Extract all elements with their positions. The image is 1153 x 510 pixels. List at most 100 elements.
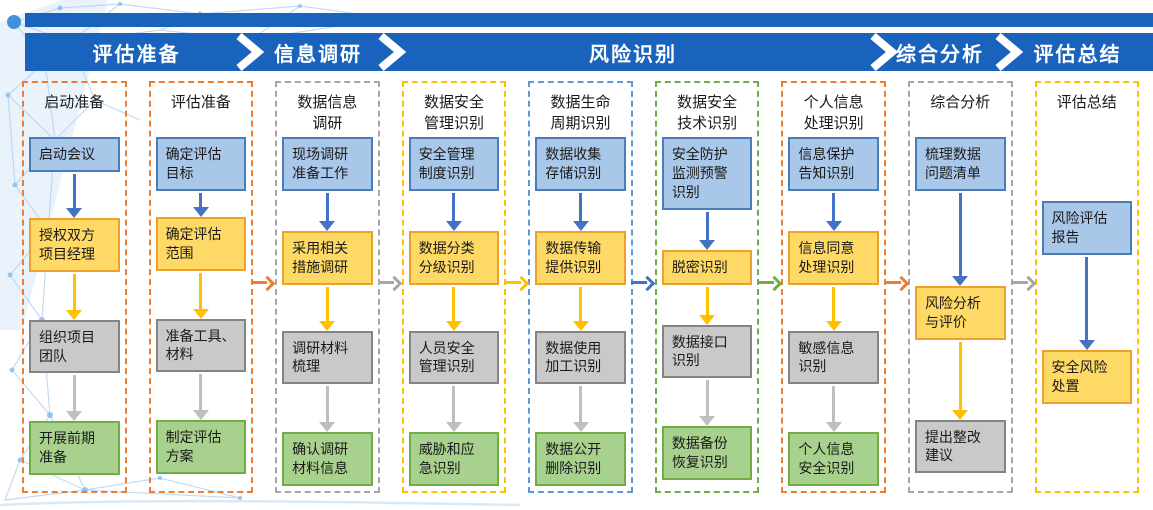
flow-step-box: 数据收集 存储识别: [535, 137, 626, 191]
column-launch-preparation: 启动准备 启动会议 授权双方 项目经理 组织项目 团队 开展前期 准备: [22, 81, 127, 493]
stage-label: 综合分析: [896, 43, 984, 66]
flow-step-box: 安全防护 监测预警 识别: [661, 137, 753, 210]
process-columns: 启动准备 启动会议 授权双方 项目经理 组织项目 团队 开展前期 准备 评估准备…: [0, 81, 1153, 493]
down-arrow-icon: [788, 384, 879, 433]
flow-step-box: 数据使用 加工识别: [535, 330, 626, 385]
down-arrow-icon: [29, 272, 120, 320]
column-data-security-technology: 数据安全 技术识别 安全防护 监测预警 识别 脱密识别 数据接口 识别 数据备份…: [654, 81, 760, 493]
stage-label: 信息调研: [274, 43, 362, 66]
flow-step-box: 数据公开 删除识别: [535, 432, 626, 487]
down-arrow-icon: [662, 210, 753, 250]
flow-step-box: 威胁和应 急识别: [408, 432, 500, 487]
down-arrow-icon: [409, 285, 500, 331]
spacer: [1042, 137, 1133, 201]
down-arrow-icon: [409, 384, 500, 433]
down-arrow-icon: [156, 372, 247, 421]
column-data-security-management: 数据安全 管理识别 安全管理 制度识别 数据分类 分级识别 人员安全 管理识别 …: [401, 81, 507, 493]
down-arrow-icon: [535, 285, 626, 331]
flow-step-box: 采用相关 措施调研: [282, 230, 373, 285]
flow-step-box: 制定评估 方案: [155, 420, 247, 475]
flow-step-box: 提出整改 建议: [914, 419, 1006, 474]
flow-step-box: 信息保护 告知识别: [788, 137, 879, 191]
down-arrow-icon: [535, 191, 626, 231]
flow-step-box: 个人信息 安全识别: [788, 432, 879, 487]
stage-banner-segment: 信息调研: [248, 33, 388, 71]
stage-banner-segment: 评估准备: [25, 33, 248, 71]
flow-step-box: 脱密识别: [661, 249, 753, 285]
flow-step-box: 数据分类 分级识别: [408, 230, 500, 285]
flow-step-box: 确定评估 范围: [155, 216, 247, 271]
header-accent-bar: [25, 13, 1153, 27]
flow-step-box: 组织项目 团队: [29, 319, 120, 374]
column-title: 个人信息 处理识别: [803, 94, 864, 132]
right-arrow-icon: [505, 276, 531, 290]
down-arrow-icon: [156, 191, 247, 217]
flow-step-box: 风险分析 与评价: [914, 285, 1006, 340]
right-arrow-icon: [758, 276, 784, 290]
down-arrow-icon: [662, 378, 753, 427]
down-arrow-icon: [915, 340, 1006, 420]
flow-step-box: 授权双方 项目经理: [29, 217, 120, 272]
flow-step-box: 信息同意 处理识别: [788, 230, 879, 285]
down-arrow-icon: [788, 191, 879, 231]
column-title: 数据安全 技术识别: [677, 94, 738, 132]
down-arrow-icon: [915, 191, 1006, 286]
flow-step-box: 数据传输 提供识别: [535, 230, 626, 285]
stage-label: 评估总结: [1033, 43, 1122, 66]
down-arrow-icon: [29, 172, 120, 218]
flow-step-box: 安全管理 制度识别: [408, 137, 500, 191]
column-title: 数据安全 管理识别: [423, 94, 484, 132]
column-title: 数据信息 调研: [297, 94, 358, 132]
chevron-separator-icon: [236, 33, 265, 71]
column-title: 数据生命 周期识别: [550, 94, 611, 132]
column-comprehensive-analysis: 综合分析 梳理数据 问题清单 风险分析 与评价 提出整改 建议: [907, 81, 1013, 493]
flow-step-box: 人员安全 管理识别: [408, 330, 500, 385]
down-arrow-icon: [1042, 255, 1133, 350]
chevron-separator-icon: [995, 33, 1024, 71]
flow-step-box: 风险评估 报告: [1041, 201, 1133, 255]
column-personal-information-processing: 个人信息 处理识别 信息保护 告知识别 信息同意 处理识别 敏感信息 识别 个人…: [781, 81, 886, 493]
flow-step-box: 准备工具、 材料: [155, 318, 247, 373]
flow-step-box: 确认调研 材料信息: [282, 432, 373, 487]
down-arrow-icon: [535, 384, 626, 433]
right-arrow-icon: [1012, 276, 1038, 290]
flow-step-box: 确定评估 目标: [155, 137, 247, 191]
flow-step-box: 数据备份 恢复识别: [661, 426, 753, 481]
stage-banner-segment: 评估总结: [1002, 33, 1153, 71]
flow-step-box: 安全风险 处置: [1041, 349, 1133, 404]
down-arrow-icon: [282, 285, 373, 331]
flow-step-box: 开展前期 准备: [29, 421, 120, 476]
down-arrow-icon: [788, 285, 879, 331]
column-title: 综合分析: [930, 94, 991, 111]
column-assessment-summary: 评估总结 风险评估 报告 安全风险 处置: [1034, 81, 1140, 493]
column-title: 评估准备: [170, 94, 231, 111]
flow-step-box: 敏感信息 识别: [788, 330, 879, 385]
stage-banner: 评估准备 信息调研 风险识别 综合分析 评估总结: [25, 33, 1153, 71]
flow-step-box: 数据接口 识别: [661, 324, 753, 379]
column-assessment-preparation: 评估准备 确定评估 目标 确定评估 范围 准备工具、 材料 制定评估 方案: [148, 81, 254, 493]
stage-label: 评估准备: [92, 43, 181, 66]
column-title: 评估总结: [1056, 94, 1117, 111]
down-arrow-icon: [29, 373, 120, 422]
column-title: 启动准备: [44, 94, 105, 111]
down-arrow-icon: [156, 271, 247, 319]
down-arrow-icon: [282, 384, 373, 433]
flow-step-box: 现场调研 准备工作: [282, 137, 373, 191]
right-arrow-icon: [631, 276, 657, 290]
right-arrow-icon: [251, 276, 277, 290]
down-arrow-icon: [662, 285, 753, 325]
column-data-lifecycle: 数据生命 周期识别 数据收集 存储识别 数据传输 提供识别 数据使用 加工识别 …: [528, 81, 633, 493]
right-arrow-icon: [885, 276, 911, 290]
chevron-separator-icon: [378, 33, 407, 71]
flow-step-box: 调研材料 梳理: [282, 330, 373, 385]
flow-step-box: 梳理数据 问题清单: [914, 137, 1006, 191]
chevron-separator-icon: [870, 33, 899, 71]
stage-label: 风险识别: [589, 43, 677, 66]
down-arrow-icon: [282, 191, 373, 231]
column-data-information-survey: 数据信息 调研 现场调研 准备工作 采用相关 措施调研 调研材料 梳理 确认调研…: [275, 81, 380, 493]
flow-step-box: 启动会议: [29, 137, 120, 172]
stage-banner-segment: 综合分析: [878, 33, 1002, 71]
down-arrow-icon: [409, 191, 500, 231]
right-arrow-icon: [378, 276, 404, 290]
stage-banner-segment: 风险识别: [388, 33, 878, 71]
